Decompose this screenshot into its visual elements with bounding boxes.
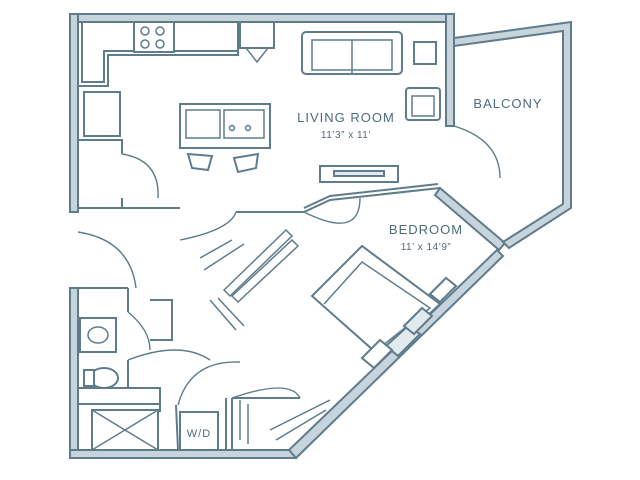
washer-dryer-label: W/D <box>187 428 211 440</box>
counter-cabinet <box>83 91 121 137</box>
kitchen-island <box>179 103 271 149</box>
bedroom-label: BEDROOM <box>389 222 463 237</box>
living-room-dimensions: 11’3” x 11’ <box>321 130 371 141</box>
balcony <box>453 20 572 250</box>
bedroom-furniture <box>222 228 458 370</box>
washer-dryer-unit <box>179 411 219 451</box>
bathroom <box>79 317 219 451</box>
interior-walls <box>77 22 441 451</box>
end-table <box>413 41 437 65</box>
doors <box>77 125 501 406</box>
stove <box>133 21 175 53</box>
kitchen <box>83 21 275 174</box>
bedroom-dimensions: 11’ x 14’9” <box>401 242 452 253</box>
closet-hangers <box>199 239 331 444</box>
vanity <box>79 317 117 353</box>
balcony-label: BALCONY <box>473 96 542 111</box>
living-room-furniture <box>301 31 441 183</box>
refrigerator <box>239 21 275 49</box>
armchair <box>405 87 441 121</box>
living-room-label: LIVING ROOM <box>297 110 395 125</box>
